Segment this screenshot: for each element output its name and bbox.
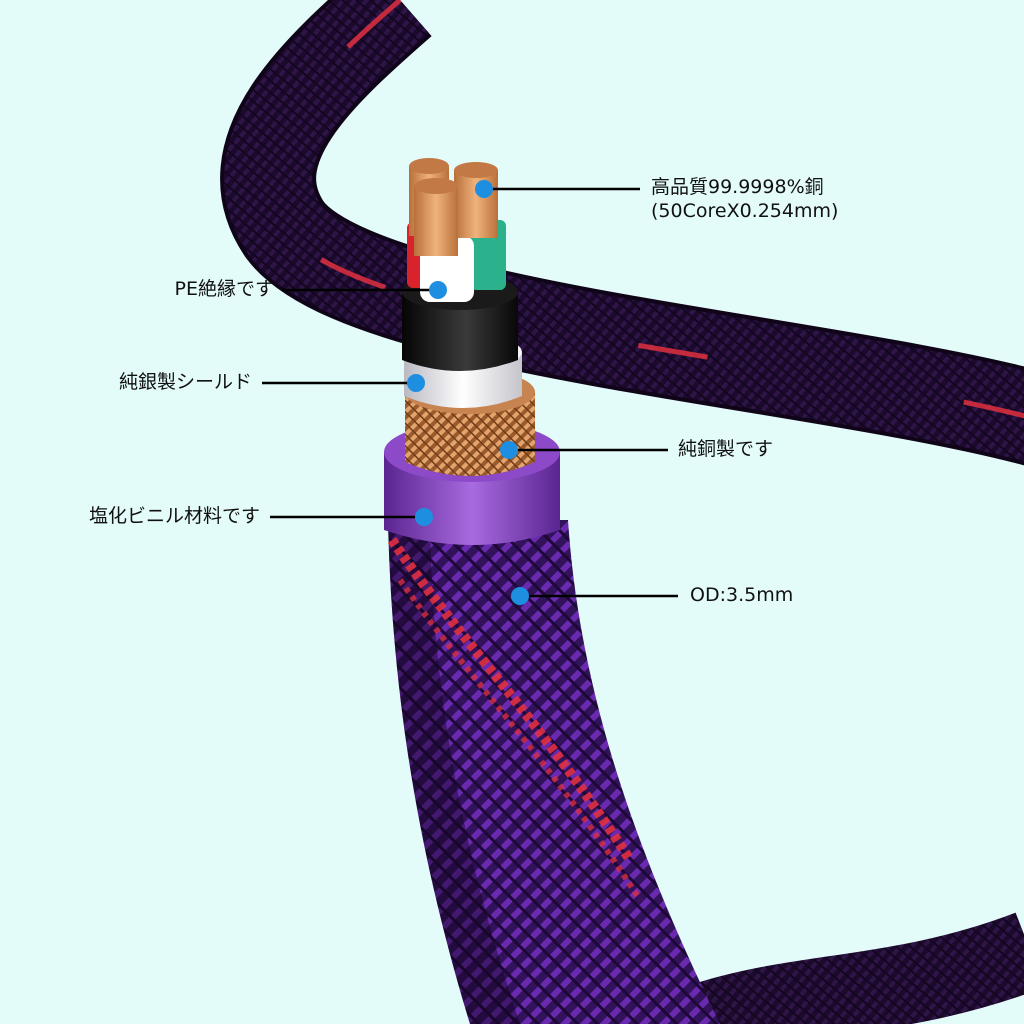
copper-core-3 [414, 186, 458, 256]
marker-silver-shield [407, 374, 425, 392]
cable-body-stripe [387, 537, 635, 863]
cable-body-shade [388, 520, 520, 1024]
black-inner-layer [402, 292, 518, 371]
cable-body-stripe-2 [397, 578, 643, 902]
copper-core-1-top [409, 158, 449, 174]
label-silver-shield: 純銀製シールド [118, 371, 252, 393]
copper-core-2 [454, 170, 498, 238]
cable-loop [224, 0, 1024, 462]
marker-copper-core [475, 180, 493, 198]
label-copper-braid: 純銅製です [678, 438, 774, 460]
label-pvc-jacket: 塩化ビニル材料です [88, 505, 260, 527]
marker-pe-insulation [429, 281, 447, 299]
copper-core-3-top [414, 178, 458, 194]
cable-loop-stripe [265, 0, 1024, 419]
label-copper-core-line2: (50CoreX0.254mm) [651, 199, 839, 222]
label-outer-diameter: OD:3.5mm [690, 584, 794, 606]
label-copper-core-line1: 高品質99.9998%銅 [651, 176, 824, 198]
label-copper-core: 高品質99.9998%銅 (50CoreX0.254mm) [651, 176, 838, 224]
marker-copper-braid [500, 441, 518, 459]
cable-loop-tail [687, 912, 1024, 1024]
label-pe-insulation: PE絶縁です [174, 278, 274, 300]
copper-core-2-top [454, 162, 498, 178]
marker-pvc-jacket [415, 508, 433, 526]
marker-outer-diameter [511, 587, 529, 605]
